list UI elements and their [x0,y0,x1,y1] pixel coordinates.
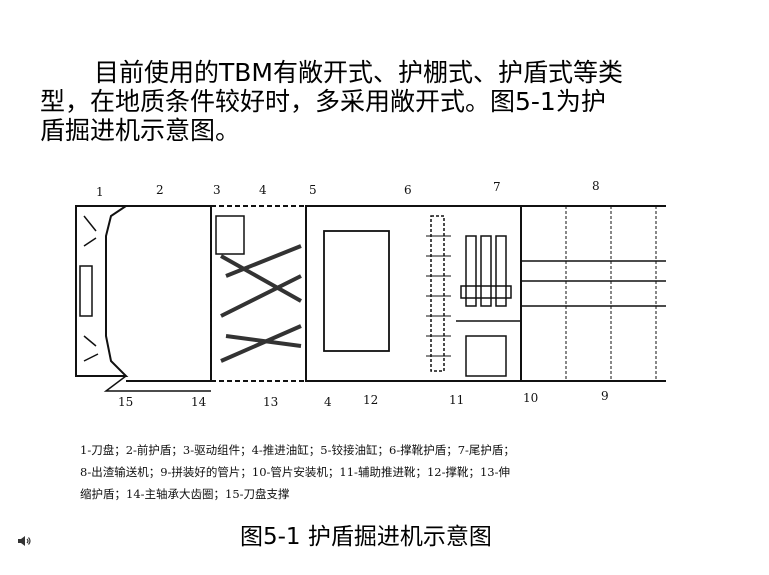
label-14: 14 [191,395,207,406]
label-2: 2 [156,183,164,197]
shield-tbm-diagram: 1 2 3 4 5 6 7 8 15 14 13 4 12 11 10 9 [75,179,666,406]
intro-paragraph: 目前使用的TBM有敞开式、护棚式、护盾式等类 型，在地质条件较好时，多采用敞开式… [40,58,740,145]
legend-line-3: 缩护盾；14-主轴承大齿圈；15-刀盘支撑 [80,487,290,501]
diagram-legend: 1-刀盘；2-前护盾；3-驱动组件；4-推进油缸；5-铰接油缸；6-撑靴护盾；7… [80,439,680,505]
label-15: 15 [118,395,133,406]
label-5: 5 [309,183,317,197]
intro-line-3: 盾掘进机示意图。 [40,116,241,145]
label-11: 11 [449,393,464,406]
label-3: 3 [213,183,221,197]
label-12: 12 [363,393,378,406]
speaker-icon[interactable] [16,533,32,549]
legend-line-2: 8-出渣输送机；9-拼装好的管片；10-管片安装机；11-辅助推进靴；12-撑靴… [80,465,510,479]
label-8: 8 [592,179,600,193]
label-10: 10 [523,391,538,405]
label-4: 4 [259,183,267,197]
intro-line-1: 目前使用的TBM有敞开式、护棚式、护盾式等类 [94,58,623,87]
legend-line-1: 1-刀盘；2-前护盾；3-驱动组件；4-推进油缸；5-铰接油缸；6-撑靴护盾；7… [80,443,515,457]
label-13: 13 [263,395,278,406]
figure-caption: 图5-1 护盾掘进机示意图 [240,524,492,550]
intro-line-2: 型，在地质条件较好时，多采用敞开式。图5-1为护 [40,87,606,116]
label-7: 7 [493,180,501,194]
label-4b: 4 [324,395,332,406]
label-1: 1 [96,185,104,199]
label-6: 6 [404,183,412,197]
label-9: 9 [601,389,609,403]
